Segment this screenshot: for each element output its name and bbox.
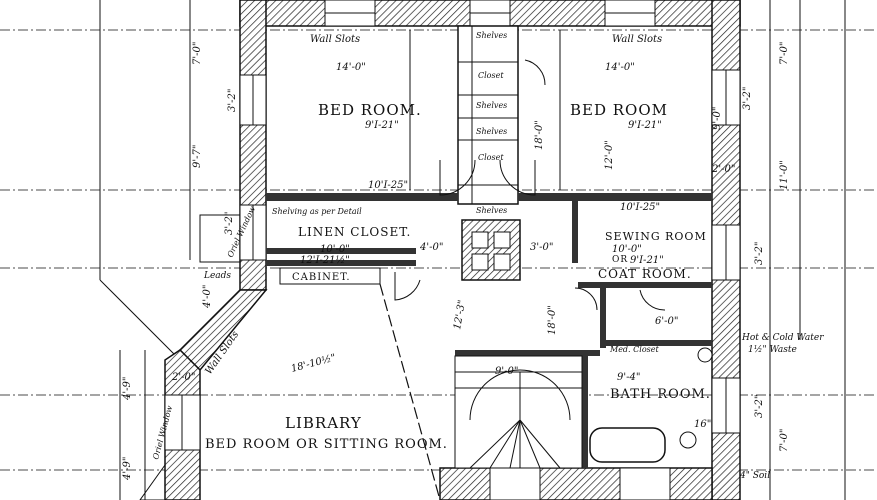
shelves-low-label: Shelves — [476, 206, 507, 215]
dim-3-2-a: 3'-2" — [227, 89, 238, 112]
soil-label: 4" Soil — [739, 471, 770, 481]
dim-7-0-top-right: 7'-0" — [779, 42, 790, 65]
linen-closet-label: LINEN CLOSET. — [298, 225, 411, 239]
windows — [139, 0, 741, 500]
dim-10-0-sewing: 10'-0" — [612, 244, 642, 255]
dim-3-0-mid: 3'-0" — [530, 242, 553, 253]
dim-9-i-21-sewing: 9'I-21" — [630, 255, 664, 266]
dim-12-3: 12'-3" — [452, 299, 468, 330]
dim-10-i-25-right: 10'I-25" — [620, 202, 660, 213]
interior-walls — [266, 25, 713, 500]
dim-14-0-right: 14'-0" — [605, 62, 635, 73]
dim-9-7: 9'-7" — [192, 145, 203, 168]
dim-3-2-c: 3'-2" — [754, 242, 765, 265]
dim-6-0: 6'-0" — [655, 316, 678, 327]
dim-7-0-top-left: 7'-0" — [192, 42, 203, 65]
coat-room-label: COAT ROOM. — [598, 267, 692, 281]
dim-4-0-mid: 4'-0" — [419, 242, 443, 253]
dim-4-9: 4'-9" — [122, 377, 133, 401]
doors — [394, 59, 666, 311]
library-label: LIBRARY — [285, 414, 362, 432]
dim-12-i-21: 12'I-21½" — [300, 255, 350, 266]
dim-18-0: 18'-0" — [547, 305, 558, 335]
dim-7-0-bottom: 7'-0" — [779, 429, 790, 452]
coat-or-label: OR — [612, 255, 628, 265]
dim-3-2-b: 3'-2" — [742, 87, 753, 110]
shelves-mid-label: Shelves — [476, 101, 507, 110]
dim-16: 16" — [694, 419, 711, 430]
leads-label: Leads — [203, 271, 231, 281]
shelves-top-label: Shelves — [476, 31, 507, 40]
dim-18-0-vert: 18'-0" — [534, 120, 545, 150]
hot-cold-water-label: Hot & Cold Water — [741, 333, 824, 343]
closet-mid-label: Closet — [478, 153, 504, 162]
dim-2-0-a: 2'-0" — [711, 164, 735, 175]
bath-room-label: BATH ROOM. — [610, 387, 711, 402]
dim-9-i-21-left: 9'I-21" — [365, 120, 399, 131]
dim-12-0: 12'-0" — [604, 140, 615, 170]
dim-14-0-left: 14'-0" — [336, 62, 366, 73]
dim-3-2-d: 3'-2" — [754, 395, 765, 418]
dim-9-4: 9'-4" — [617, 372, 640, 383]
dim-9-0: 9'-0" — [495, 366, 518, 377]
med-closet-label: Med. Closet — [609, 345, 659, 354]
dim-4-0-left: 4'-0" — [202, 285, 213, 309]
cabinet-label: CABINET. — [292, 272, 351, 283]
dim-11-0: 11'-0" — [779, 160, 790, 190]
dim-10-0-linen: 10'-0" — [320, 244, 350, 255]
shelves-mid2-label: Shelves — [476, 127, 507, 136]
dim-18-10: 18'-10½" — [290, 352, 337, 374]
closet-top-label: Closet — [478, 71, 504, 80]
waste-label: 1½" Waste — [748, 344, 797, 355]
sewing-room-label: SEWING ROOM — [605, 230, 707, 243]
dim-3-2-e: 3'-2" — [224, 212, 235, 235]
dim-2-0-b: 2'-0" — [171, 372, 195, 383]
dim-9-0-vert: 9'-0" — [712, 107, 723, 130]
wall-slots-right-label: Wall Slots — [612, 34, 662, 45]
bed-room-left-label: BED ROOM. — [318, 101, 422, 119]
dim-10-i-25-left: 10'I-25" — [368, 180, 408, 191]
shelving-detail-label: Shelving as per Detail — [272, 207, 362, 216]
bed-room-right-label: BED ROOM — [570, 101, 668, 119]
dimension-labels: 14'-0" 14'-0" 9'I-21" 9'I-21" 10'I-25" 1… — [122, 42, 790, 481]
dim-9-i-21-right: 9'I-21" — [628, 120, 662, 131]
dim-4-9-b: 4'-9" — [122, 457, 133, 481]
wall-slots-left-label: Wall Slots — [310, 34, 360, 45]
library-sub-label: BED ROOM OR SITTING ROOM. — [205, 437, 448, 452]
